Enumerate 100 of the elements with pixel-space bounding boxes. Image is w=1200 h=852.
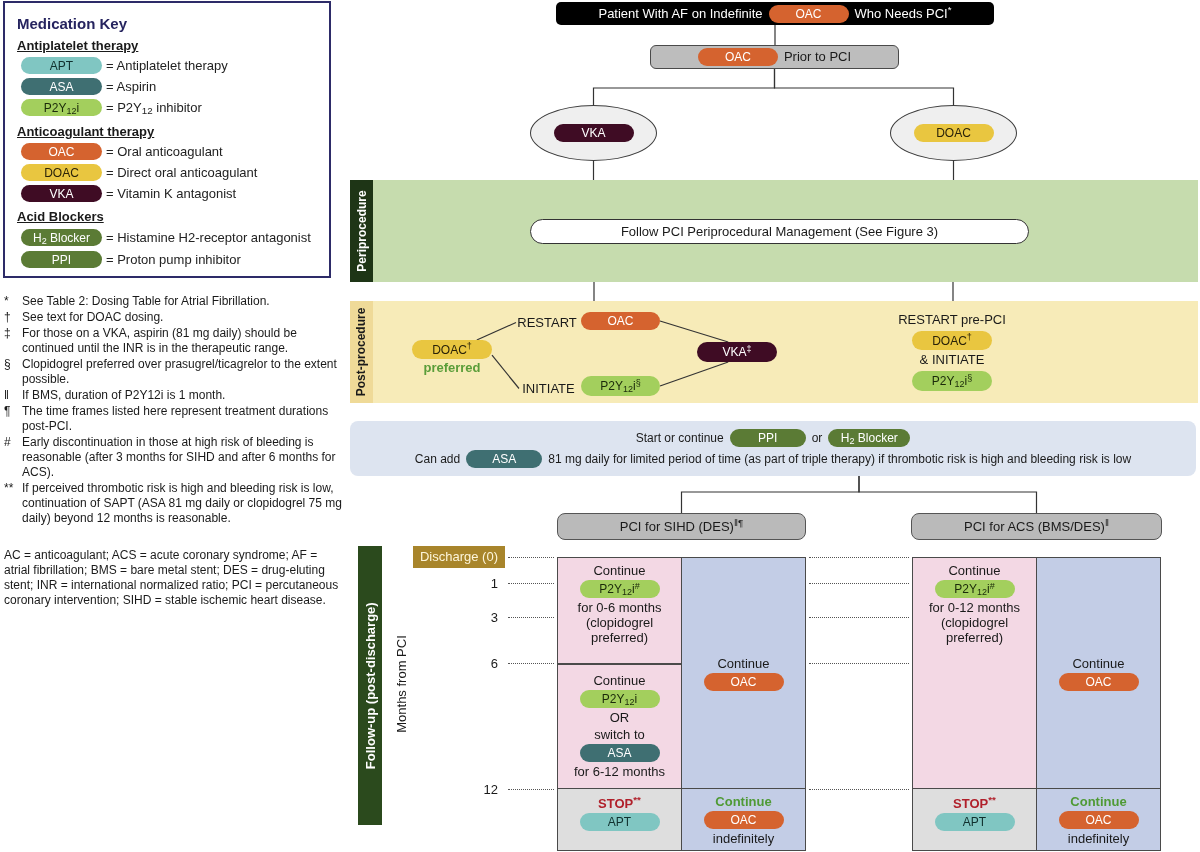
footnote-symbol: ¶	[4, 404, 12, 420]
phase-label-tab: Post-procedure	[350, 301, 373, 403]
instruction-text: Can add	[414, 451, 461, 468]
connector-line	[592, 160, 595, 181]
medication-pill: PPI	[21, 251, 102, 268]
cell-text: Continue	[1072, 655, 1125, 671]
connector-line	[659, 320, 729, 343]
medication-pill: VKA$^{‡}$	[697, 342, 777, 362]
medication-pill: OAC	[768, 4, 849, 23]
connector-line	[491, 354, 520, 390]
cell-text: STOP$^{**}$	[598, 796, 641, 811]
footnote-text: For those on a VKA, aspirin (81 mg daily) should be continued until the INR is in the therapeutic range.	[22, 326, 298, 356]
medication-pill: P2Y$_{12}$i$^{#}$	[934, 580, 1015, 598]
treatment-cell	[557, 664, 682, 789]
key-title: Medication Key	[17, 14, 128, 33]
cell-text: indefinitely	[712, 830, 775, 846]
title-banner	[556, 2, 994, 25]
medication-pill: OAC	[697, 48, 778, 66]
footnote-text: Early discontinuation in those at high risk of bleeding is reasonable (after 3 months for SIHD and after 6 months for ACS).	[22, 435, 337, 480]
tick-label: 1	[490, 575, 498, 591]
key-definition: = P2Y$_{12}$ inhibitor	[106, 99, 202, 116]
cell-text: for 0-12 months (clopidogrel preferred)	[927, 600, 1021, 645]
instruction-text: 81 mg daily for limited period of time (as part of triple therapy) if thrombotic risk is high and bleeding risk is low	[548, 451, 1132, 468]
cell-text: Continue	[717, 655, 770, 671]
medication-pill: OAC	[581, 312, 660, 330]
medication-pill: P2Y$_{12}$i	[21, 99, 102, 116]
key-definition: = Aspirin	[106, 78, 157, 95]
step-label: RESTART	[516, 314, 578, 331]
medication-pill: H$_{2}$ Blocker	[21, 229, 102, 246]
treatment-cell	[557, 788, 682, 851]
medication-pill: OAC	[703, 672, 784, 691]
medication-pill: P2Y$_{12}$i	[579, 690, 660, 708]
tick-label: 3	[490, 609, 498, 625]
axis-title: Months from PCI	[393, 635, 411, 733]
footnote-text: See text for DOAC dosing.	[22, 310, 165, 325]
connector-line	[774, 24, 776, 46]
connector-line	[952, 160, 955, 181]
connector-line	[858, 475, 1038, 514]
box-text: Prior to PCI	[783, 48, 852, 67]
process-box	[650, 45, 899, 69]
connector-line	[659, 361, 729, 387]
treatment-cell	[1036, 557, 1161, 789]
note-text: preferred	[423, 360, 481, 375]
step-label: INITIATE	[519, 380, 578, 397]
cell-text: Continue	[715, 793, 772, 809]
footnote-text: Clopidogrel preferred over prasugrel/ticagrelor to the extent possible.	[22, 357, 338, 387]
footnote-symbol: *	[4, 294, 10, 309]
treatment-cell	[557, 557, 682, 664]
medication-pill: OAC	[21, 143, 102, 160]
footnote-symbol: #	[4, 435, 12, 451]
medication-pill: ASA	[466, 450, 543, 468]
medication-pill: PPI	[729, 429, 806, 447]
footnote-text: If BMS, duration of P2Y12i is 1 month.	[22, 388, 227, 403]
footnote-text: The time frames listed here represent treatment durations post-PCI.	[22, 404, 330, 434]
medication-pill: VKA	[21, 185, 102, 202]
connector-line	[593, 281, 595, 302]
medication-pill: VKA	[553, 124, 634, 142]
cell-text: Continue	[593, 673, 646, 688]
process-box: Follow PCI Periprocedural Management (See Figure 3)	[530, 219, 1029, 244]
medication-pill: H$_{2}$ Blocker	[828, 429, 911, 447]
treatment-cell	[681, 788, 806, 851]
medication-pill: DOAC$^{†}$	[912, 331, 992, 350]
key-definition: = Oral anticoagulant	[106, 143, 223, 160]
instruction-panel	[350, 421, 1196, 476]
phase-band	[350, 180, 1198, 282]
phase-label-tab: Follow-up (post-discharge)	[358, 546, 382, 825]
medication-pill: P2Y$_{12}$i$^{§}$	[912, 371, 992, 391]
banner-text: Patient With AF on Indefinite	[598, 4, 763, 23]
footnote-symbol: ‖	[4, 388, 10, 403]
medication-pill: DOAC	[913, 124, 994, 142]
key-section-heading: Acid Blockers	[17, 208, 104, 225]
medication-pill: ASA	[21, 78, 102, 95]
medication-pill: APT	[934, 813, 1015, 831]
medication-pill: APT	[21, 57, 102, 74]
treatment-cell	[681, 557, 806, 789]
footnote-text: See Table 2: Dosing Table for Atrial Fibrillation.	[22, 294, 271, 309]
key-definition: = Vitamin K antagonist	[106, 185, 237, 202]
phase-label-tab: Periprocedure	[350, 180, 373, 282]
phase-band	[350, 301, 1198, 403]
cell-text: Continue	[593, 563, 646, 578]
cell-text: OR	[609, 710, 630, 725]
footnote-text: If perceived thrombotic risk is high and bleeding risk is low, continuation of SAPT (ASA 81 mg daily or clopidogrel 75 mg daily) beyond 12 months is reasonable.	[22, 481, 342, 526]
footnote-symbol: ‡	[4, 326, 12, 342]
tick-label: 12	[483, 781, 498, 797]
cell-text: for 0-6 months (clopidogrel preferred)	[576, 600, 663, 645]
step-label: & INITIATE	[919, 352, 985, 368]
tick-label: 6	[490, 655, 498, 671]
medication-key-panel	[3, 1, 331, 278]
medication-pill: OAC	[1058, 672, 1139, 691]
pathway-header: PCI for ACS (BMS/DES)$^{‖}$	[911, 513, 1162, 540]
abbreviation-note: AC = anticoagulant; ACS = acute coronary syndrome; AF = atrial fibrillation; BMS = bare metal stent; DES = drug-eluting stent; INR = international normalized ratio; PCI = percutaneous coronary intervention; SIHD = stable ischemic heart disease.	[4, 548, 340, 608]
key-definition: = Histamine H2-receptor antagonist	[106, 229, 311, 246]
cell-text: switch to	[594, 727, 645, 742]
cell-text: for 6-12 months	[573, 764, 665, 779]
medication-pill: P2Y$_{12}$i$^{#}$	[579, 580, 660, 598]
key-section-heading: Antiplatelet therapy	[17, 37, 139, 54]
medication-pill: OAC	[703, 810, 784, 829]
instruction-text: Start or continue	[635, 430, 724, 447]
footnote-symbol: **	[4, 481, 15, 497]
medication-pill: DOAC$^{†}$	[412, 340, 492, 359]
